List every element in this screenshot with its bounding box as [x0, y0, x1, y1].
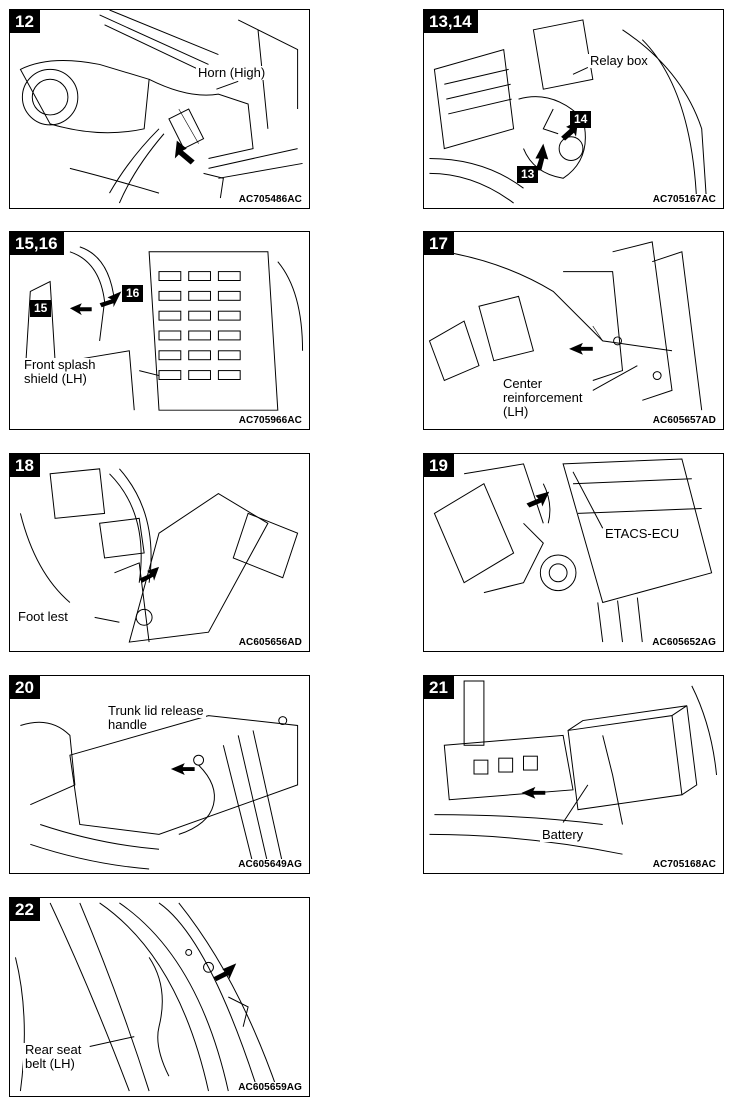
- step-number: 12: [10, 10, 40, 33]
- panel-12-illustration: [19, 10, 303, 204]
- figure-code: AC605649AG: [237, 859, 303, 870]
- panel-17-illustration: [428, 241, 703, 411]
- panel-15-16-illustration: [24, 246, 304, 411]
- diagram-panel-17: 17 Center reinforcement (LH) AC605657AD: [423, 231, 724, 430]
- callout-label: Horn (High): [196, 65, 268, 80]
- callout-label: belt (LH): [23, 1056, 77, 1071]
- diagram-panel-19: 19 ETACS-ECU AC605652AG: [423, 453, 724, 652]
- diagram-panel-18: 18 Foot lest AC605656AD: [9, 453, 310, 652]
- callout-label: Relay box: [588, 53, 650, 68]
- callout-label: Battery: [540, 827, 586, 842]
- callout-label: reinforcement: [501, 390, 585, 405]
- step-number: 18: [10, 454, 40, 477]
- panel-13-14-illustration: [429, 19, 708, 204]
- step-number: 21: [424, 676, 454, 699]
- callout-label: (LH): [501, 404, 531, 419]
- figure-code: AC605652AG: [651, 637, 717, 648]
- callout-tag-13: 13: [517, 166, 539, 183]
- figure-code: AC705168AC: [651, 859, 717, 870]
- figure-code: AC605657AD: [651, 415, 717, 426]
- step-number: 22: [10, 898, 40, 921]
- callout-label: Foot lest: [16, 609, 70, 624]
- callout-tag-14: 14: [570, 111, 592, 128]
- callout-label: handle: [106, 717, 150, 732]
- callout-label: ETACS-ECU: [603, 526, 682, 541]
- figure-code: AC705486AC: [237, 194, 303, 205]
- panel-19-illustration: [433, 458, 713, 643]
- callout-tag-15: 15: [30, 300, 52, 317]
- diagram-panel-22: 22 Rear seat belt (LH) AC605659AG: [9, 897, 310, 1097]
- callout-label: Trunk lid release: [106, 703, 206, 718]
- panel-18-illustration: [19, 468, 299, 643]
- callout-label: Center: [501, 376, 545, 391]
- panel-21-illustration: [429, 680, 718, 855]
- diagram-panel-15-16: 15,16 15 16 Front splash shield (LH) AC7…: [9, 231, 310, 430]
- callout-label: shield (LH): [22, 371, 89, 386]
- step-number: 19: [424, 454, 454, 477]
- figure-code: AC605656AD: [237, 637, 303, 648]
- panel-22-illustration: [14, 902, 279, 1092]
- callout-label: Rear seat: [23, 1042, 84, 1057]
- callout-tag-16: 16: [122, 285, 144, 302]
- step-number: 17: [424, 232, 454, 255]
- diagram-panel-12: 12 Horn (High) AC705486AC: [9, 9, 310, 209]
- step-number: 13,14: [424, 10, 478, 33]
- figure-code: AC705167AC: [651, 194, 717, 205]
- figure-code: AC605659AG: [237, 1082, 303, 1093]
- diagram-panel-20: 20 Trunk lid release handle AC605649AG: [9, 675, 310, 874]
- diagram-panel-13-14: 13,14 Relay box 14 13 AC705167AC: [423, 9, 724, 209]
- step-number: 20: [10, 676, 40, 699]
- callout-label: Front splash: [22, 357, 98, 372]
- step-number: 15,16: [10, 232, 64, 255]
- figure-code: AC705966AC: [237, 415, 303, 426]
- diagram-panel-21: 21 Battery AC705168AC: [423, 675, 724, 874]
